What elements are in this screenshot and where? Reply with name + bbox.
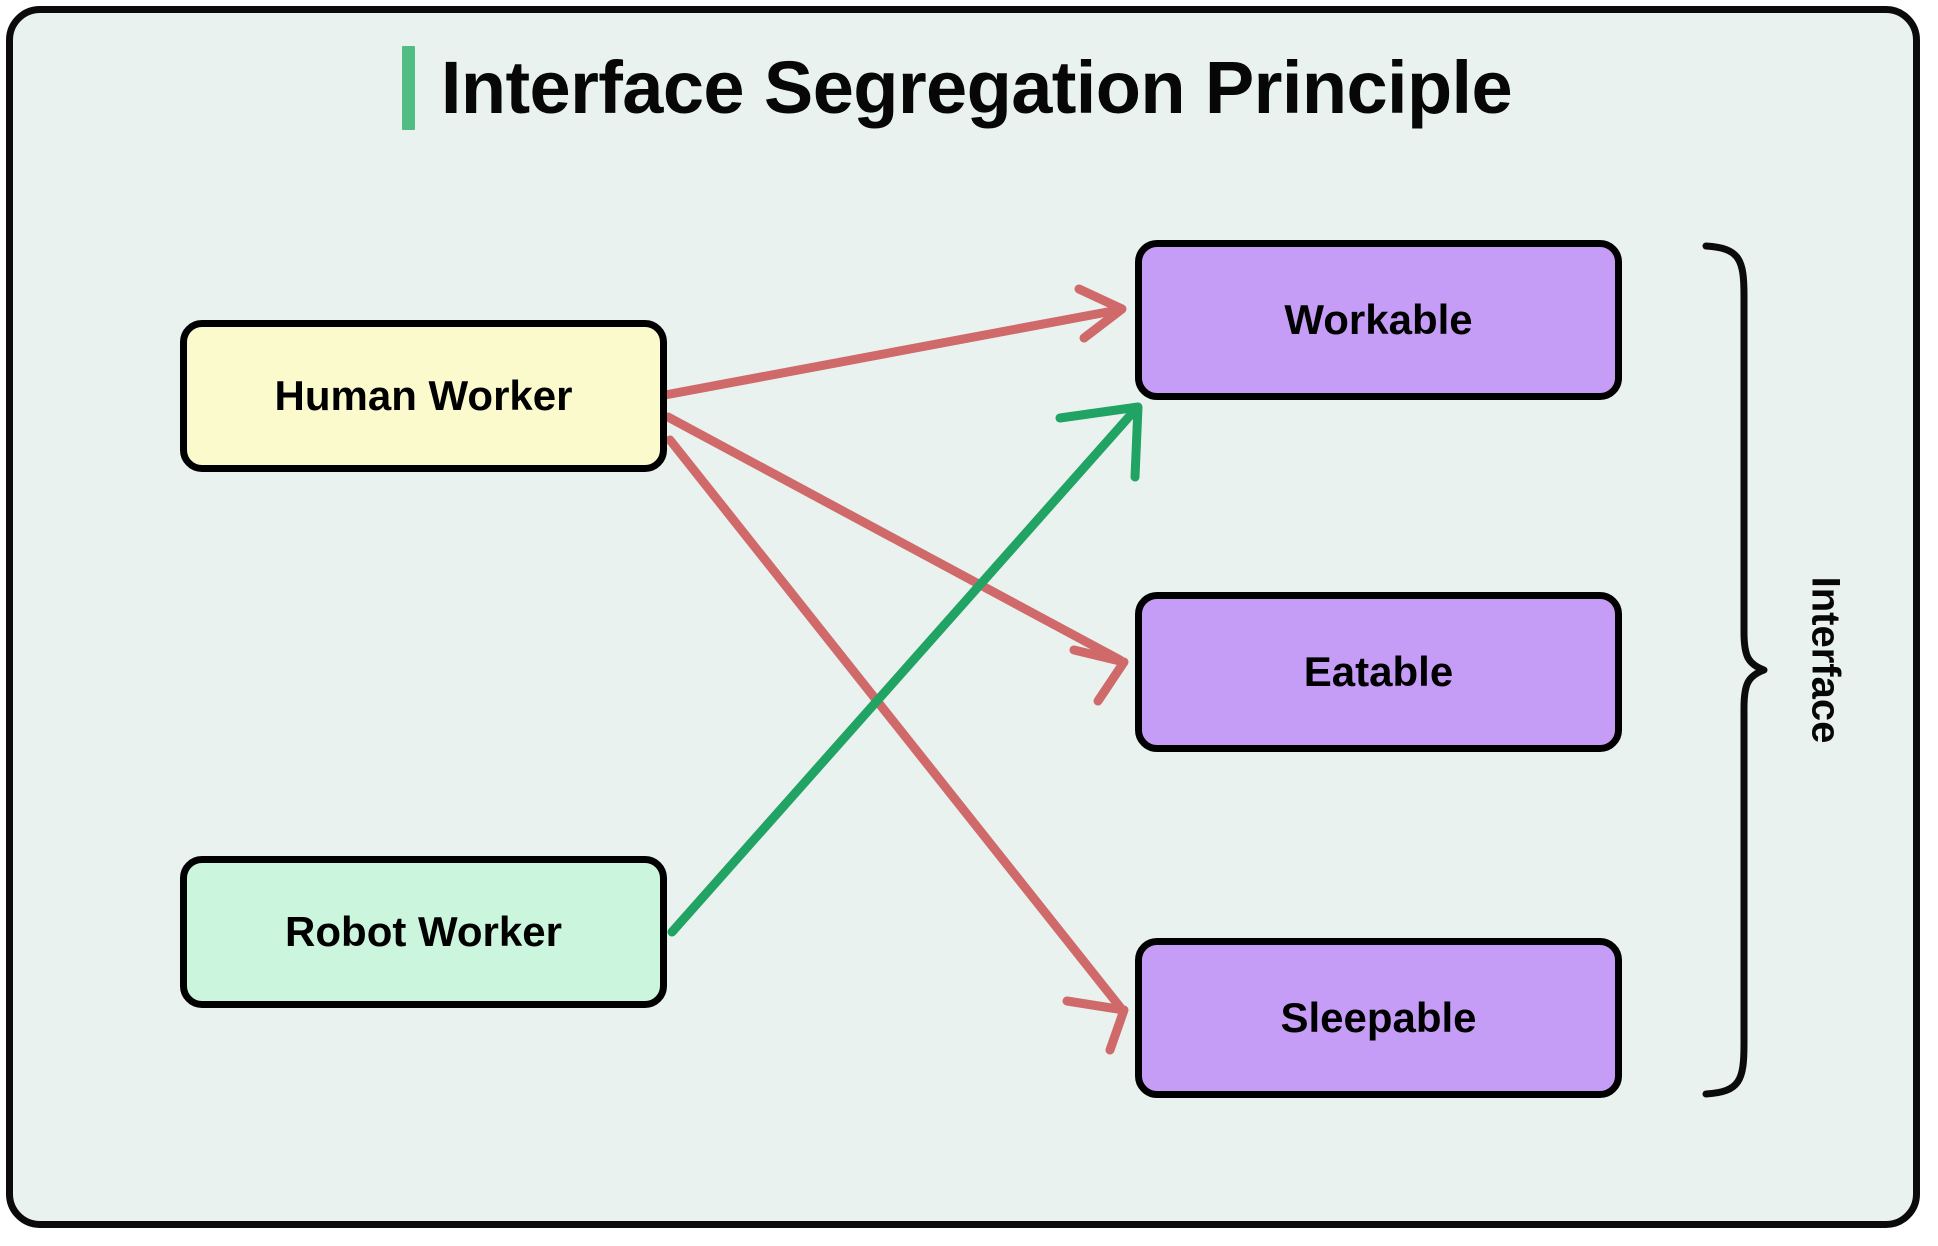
node-eatable-label: Eatable — [1303, 648, 1454, 695]
node-human-worker[interactable]: Human Worker — [180, 320, 667, 472]
edge-human-to-eatable — [663, 412, 1129, 706]
interface-group-brace — [1702, 242, 1768, 1098]
node-workable-label: Workable — [1284, 296, 1473, 343]
interface-group-label-text: Interface — [1803, 576, 1847, 744]
title-accent-bar — [401, 46, 415, 130]
title-label: Interface Segregation Principle — [440, 46, 1513, 129]
node-sleepable[interactable]: Sleepable — [1135, 938, 1622, 1098]
node-robot-worker-label: Robot Worker — [285, 908, 562, 955]
interface-group-label: Interface — [1795, 530, 1855, 790]
edge-human-to-sleepable — [665, 435, 1129, 1055]
edge-layer — [660, 284, 1143, 1055]
page-title: Interface Segregation Principle — [0, 36, 1914, 140]
node-workable[interactable]: Workable — [1135, 240, 1622, 400]
edge-human-to-workable — [660, 284, 1127, 400]
node-sleepable-label: Sleepable — [1280, 994, 1477, 1041]
edge-robot-to-workable — [667, 402, 1143, 937]
node-human-worker-label: Human Worker — [274, 372, 573, 419]
node-eatable[interactable]: Eatable — [1135, 592, 1622, 752]
node-robot-worker[interactable]: Robot Worker — [180, 856, 667, 1008]
